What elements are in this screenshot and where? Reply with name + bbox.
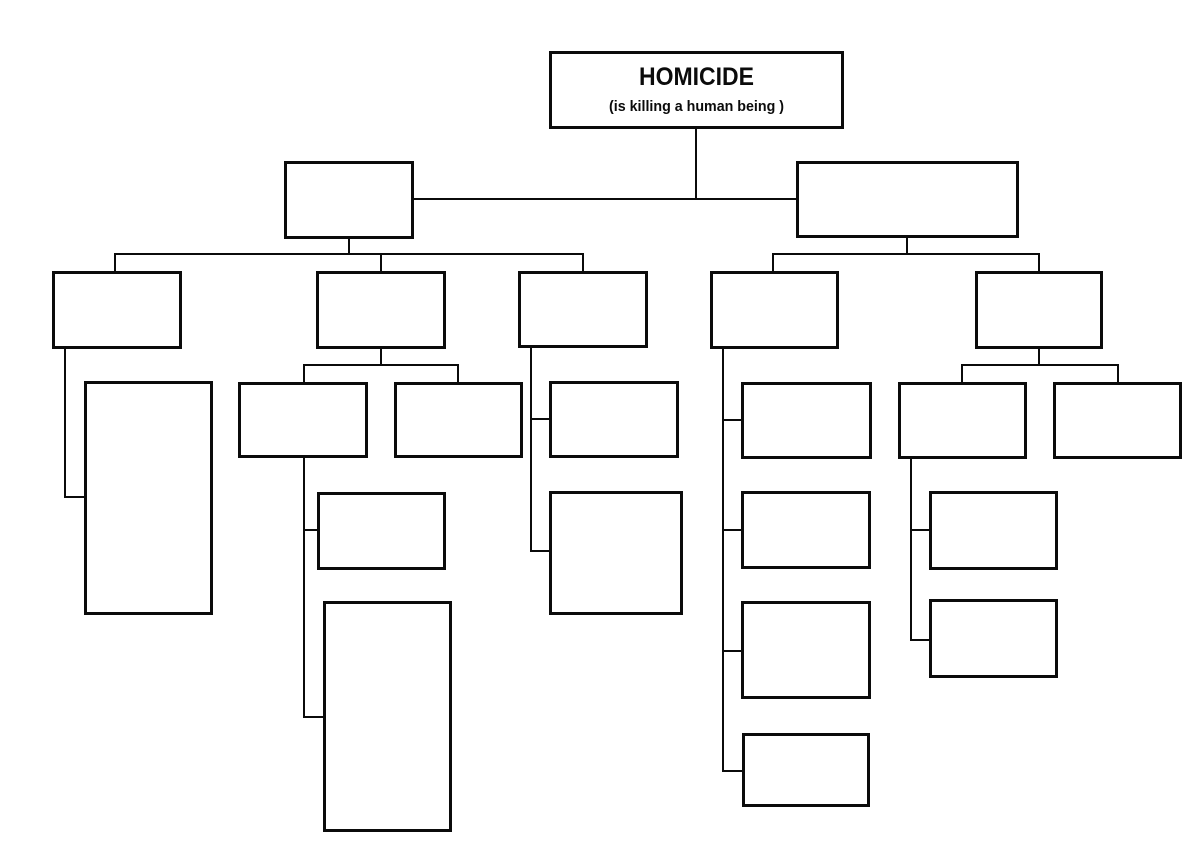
connector-right2-sub-3-tick: [910, 529, 931, 531]
connector-right2-sub-4-tick: [910, 639, 931, 641]
node-homicide-root: HOMICIDE (is killing a human being ): [549, 51, 844, 129]
node-left-tall: [84, 381, 213, 615]
connector-left1-tick: [64, 496, 86, 498]
connector-left-child-2-stub: [380, 253, 382, 271]
connector-left-child-1-stub: [114, 253, 116, 271]
node-left3-sub-2: [549, 491, 683, 615]
connector-left3-sub-2-tick: [530, 550, 551, 552]
node-right1-sub-4: [742, 733, 870, 807]
root-subtitle: (is killing a human being ): [609, 98, 784, 115]
connector-right-child-1-stub: [772, 253, 774, 271]
node-left3-sub-1: [549, 381, 679, 458]
connector-left3-rail: [530, 347, 532, 552]
connector-mid-drop: [380, 348, 382, 366]
node-right2-sub-3: [929, 491, 1058, 570]
connector-left-child-3-stub: [582, 253, 584, 271]
connector-root-drop: [695, 129, 697, 200]
node-mid-sub-1: [238, 382, 368, 458]
connector-right2-drop: [1038, 348, 1040, 366]
connector-right2-span: [961, 364, 1118, 366]
connector-right-span: [772, 253, 1040, 255]
node-mid-tall: [323, 601, 452, 832]
connector-branch-right-drop: [906, 238, 908, 255]
connector-right1-sub-4-tick: [722, 770, 744, 772]
node-right1-sub-2: [741, 491, 871, 569]
node-right2-sub-4: [929, 599, 1058, 678]
node-right-child-1: [710, 271, 839, 349]
node-right2-sub-2: [1053, 382, 1182, 459]
node-branch-left: [284, 161, 414, 239]
connector-mid-rail: [303, 457, 305, 718]
connector-mid-sub-3-tick: [303, 529, 319, 531]
connector-mid-tall-tick: [303, 716, 325, 718]
connector-right2-sub-1-stub: [961, 364, 963, 382]
connector-left1-rail: [64, 348, 66, 498]
node-left-child-1: [52, 271, 182, 349]
node-mid-sub-2: [394, 382, 523, 458]
node-right2-sub-1: [898, 382, 1027, 459]
node-left-child-2: [316, 271, 446, 349]
connector-mid-sub-1-stub: [303, 364, 305, 382]
root-title: HOMICIDE: [639, 63, 754, 91]
connector-mid-span: [303, 364, 458, 366]
node-right1-sub-1: [741, 382, 872, 459]
connector-left-span: [114, 253, 583, 255]
connector-right2-sub-2-stub: [1117, 364, 1119, 382]
connector-branch-left-drop: [348, 239, 350, 255]
connector-mid-sub-2-stub: [457, 364, 459, 382]
connector-right1-sub-1-tick: [722, 419, 743, 421]
node-mid-sub-3: [317, 492, 446, 570]
connector-main-span: [414, 198, 796, 200]
connector-left3-sub-1-tick: [530, 418, 551, 420]
connector-right1-rail: [722, 348, 724, 772]
connector-right1-sub-2-tick: [722, 529, 743, 531]
connector-right2-rail: [910, 458, 912, 641]
node-right-child-2: [975, 271, 1103, 349]
connector-right-child-2-stub: [1038, 253, 1040, 271]
node-right1-sub-3: [741, 601, 871, 699]
node-branch-right: [796, 161, 1019, 238]
connector-right1-sub-3-tick: [722, 650, 743, 652]
node-left-child-3: [518, 271, 648, 348]
